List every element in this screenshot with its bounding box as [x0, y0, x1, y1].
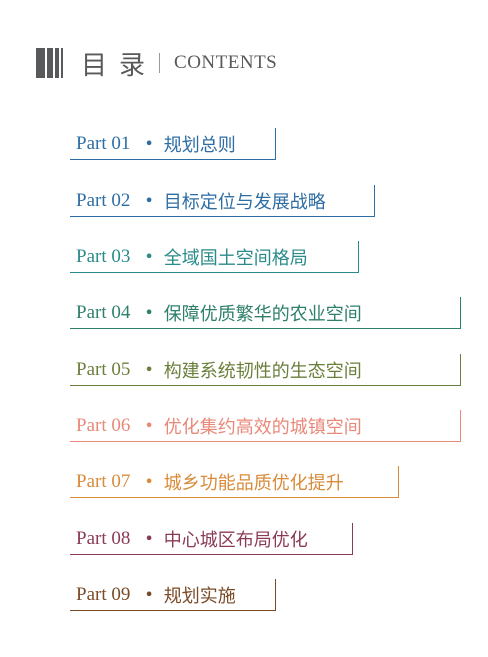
toc-part-number: Part 03 [76, 245, 131, 267]
title-chinese: 目录 [81, 50, 158, 81]
toc-label: 城乡功能品质优化提升 [163, 472, 344, 494]
bars-logo-icon [36, 48, 63, 78]
title-separator [159, 53, 161, 73]
bullet-icon: • [144, 585, 154, 604]
toc-item-frame [70, 241, 359, 273]
toc-item-frame [70, 185, 375, 217]
toc-label: 保障优质繁华的农业空间 [163, 303, 362, 325]
toc-item-frame [70, 523, 353, 555]
toc-part-number: Part 06 [76, 414, 131, 436]
toc-item-frame [70, 128, 276, 160]
toc-item-9[interactable]: Part 09 • 规划实施 [70, 579, 276, 611]
toc-part-number: Part 09 [76, 583, 131, 605]
toc-label: 目标定位与发展战略 [163, 191, 326, 213]
toc-item-2[interactable]: Part 02 • 目标定位与发展战略 [70, 185, 375, 217]
bullet-icon: • [144, 472, 154, 491]
toc-item-frame [70, 354, 461, 386]
toc-item-5[interactable]: Part 05 • 构建系统韧性的生态空间 [70, 354, 461, 386]
toc-item-6[interactable]: Part 06 • 优化集约高效的城镇空间 [70, 410, 461, 442]
toc-part-number: Part 01 [76, 132, 131, 154]
bullet-icon: • [144, 303, 154, 322]
bullet-icon: • [144, 416, 154, 435]
toc-item-7[interactable]: Part 07 • 城乡功能品质优化提升 [70, 466, 399, 498]
toc-label: 中心城区布局优化 [163, 529, 308, 551]
title-english: CONTENTS [174, 52, 278, 73]
toc-part-number: Part 08 [76, 527, 131, 549]
contents-header: 目录 CONTENTS [36, 47, 278, 81]
toc-label: 规划实施 [163, 585, 236, 607]
bullet-icon: • [144, 134, 154, 153]
toc-label: 规划总则 [163, 134, 236, 156]
toc-label: 全域国土空间格局 [163, 247, 308, 269]
toc-item-1[interactable]: Part 01 • 规划总则 [70, 128, 276, 160]
toc-item-4[interactable]: Part 04 • 保障优质繁华的农业空间 [70, 297, 461, 329]
bullet-icon: • [144, 360, 154, 379]
bullet-icon: • [144, 191, 154, 210]
toc-item-3[interactable]: Part 03 • 全域国土空间格局 [70, 241, 359, 273]
toc-item-frame [70, 297, 461, 329]
toc-item-frame [70, 466, 399, 498]
toc-part-number: Part 02 [76, 189, 131, 211]
toc-item-frame [70, 410, 461, 442]
toc-part-number: Part 04 [76, 301, 131, 323]
toc-label: 优化集约高效的城镇空间 [163, 416, 362, 438]
bullet-icon: • [144, 247, 154, 266]
toc-label: 构建系统韧性的生态空间 [163, 360, 362, 382]
toc-item-8[interactable]: Part 08 • 中心城区布局优化 [70, 523, 353, 555]
toc-part-number: Part 07 [76, 470, 131, 492]
toc-item-frame [70, 579, 276, 611]
bullet-icon: • [144, 529, 154, 548]
toc-part-number: Part 05 [76, 358, 131, 380]
